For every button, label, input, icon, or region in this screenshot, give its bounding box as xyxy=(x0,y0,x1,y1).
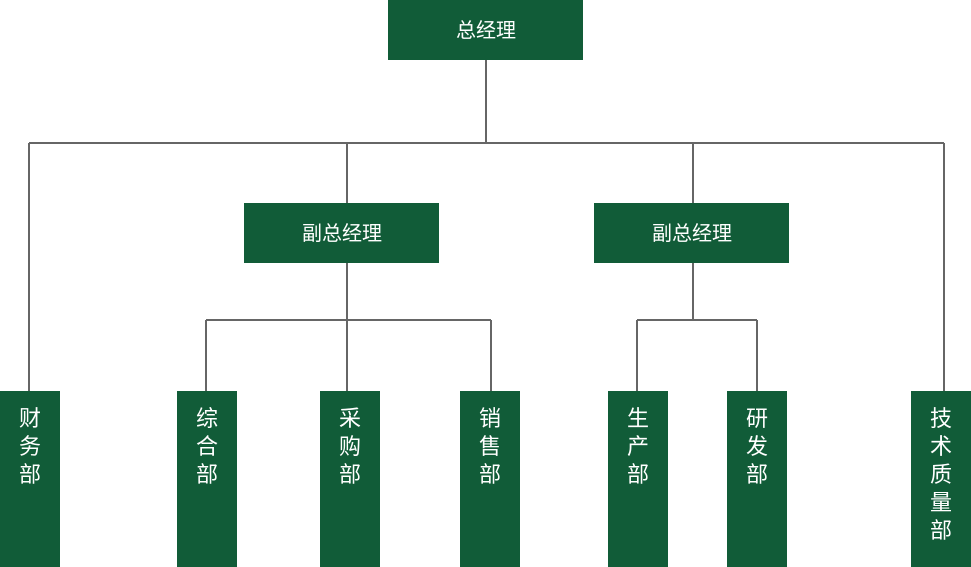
vp-left-node: 副总经理 xyxy=(244,203,439,263)
dept-sales-node: 销售部 xyxy=(460,391,520,567)
dept-quality-node: 技术质量部 xyxy=(911,391,971,567)
dept-production-node: 生产部 xyxy=(608,391,668,567)
dept-sales-label: 销售部 xyxy=(479,407,501,488)
dept-rnd-label: 研发部 xyxy=(746,407,768,488)
dept-production-label: 生产部 xyxy=(627,407,649,488)
vp-right-node: 副总经理 xyxy=(594,203,789,263)
dept-finance-node: 财务部 xyxy=(0,391,60,567)
dept-general-node: 综合部 xyxy=(177,391,237,567)
dept-finance-label: 财务部 xyxy=(19,407,41,488)
ceo-label: 总经理 xyxy=(456,18,516,42)
dept-general-label: 综合部 xyxy=(196,407,218,488)
vp-left-label: 副总经理 xyxy=(302,221,382,245)
ceo-node: 总经理 xyxy=(388,0,583,60)
dept-procurement-node: 采购部 xyxy=(320,391,380,567)
dept-procurement-label: 采购部 xyxy=(339,407,361,488)
connector-lines xyxy=(28,60,945,391)
dept-rnd-node: 研发部 xyxy=(727,391,787,567)
dept-quality-label: 技术质量部 xyxy=(930,407,952,544)
vp-right-label: 副总经理 xyxy=(652,221,732,245)
